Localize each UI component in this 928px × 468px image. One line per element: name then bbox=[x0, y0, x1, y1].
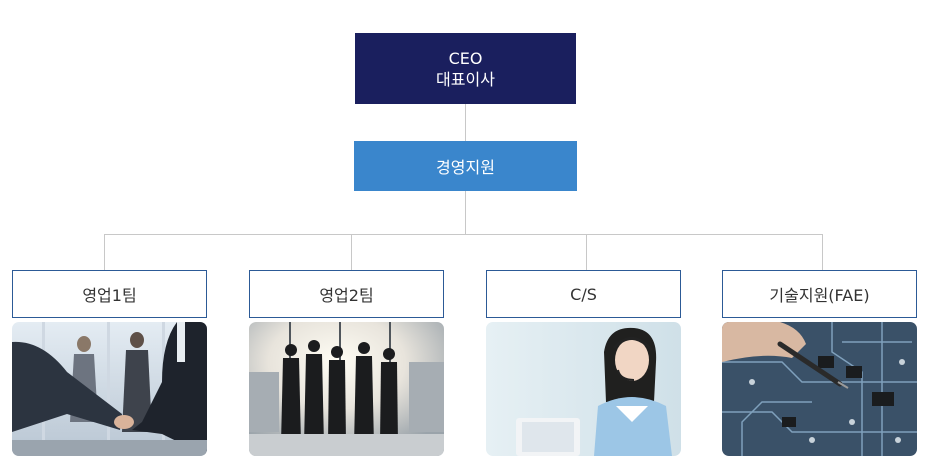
connector-to-team-2 bbox=[351, 234, 352, 270]
ceo-title: CEO bbox=[448, 48, 483, 68]
team-label-sales-2: 영업2팀 bbox=[319, 286, 374, 305]
team-box-sales-1: 영업1팀 bbox=[12, 270, 207, 318]
team-label-cs: C/S bbox=[570, 284, 597, 304]
connector-ceo-to-management bbox=[465, 104, 466, 141]
connector-horizontal-bar bbox=[104, 234, 823, 235]
management-support-box: 경영지원 bbox=[354, 141, 577, 191]
team-label-fae: 기술지원(FAE) bbox=[769, 286, 870, 305]
management-support-label: 경영지원 bbox=[436, 158, 495, 177]
ceo-box: CEO 대표이사 bbox=[355, 33, 576, 104]
team-label-sales-1: 영업1팀 bbox=[82, 286, 137, 305]
circuit-board-soldering-photo bbox=[722, 322, 917, 456]
team-box-cs: C/S bbox=[486, 270, 681, 318]
team-box-fae: 기술지원(FAE) bbox=[722, 270, 917, 318]
ceo-subtitle: 대표이사 bbox=[436, 69, 495, 89]
connector-to-team-4 bbox=[822, 234, 823, 270]
team-box-sales-2: 영업2팀 bbox=[249, 270, 444, 318]
team-silhouettes-photo bbox=[249, 322, 444, 456]
connector-to-team-3 bbox=[586, 234, 587, 270]
business-handshake-photo bbox=[12, 322, 207, 456]
connector-to-team-1 bbox=[104, 234, 105, 270]
connector-management-down bbox=[465, 191, 466, 235]
call-center-agent-photo bbox=[486, 322, 681, 456]
